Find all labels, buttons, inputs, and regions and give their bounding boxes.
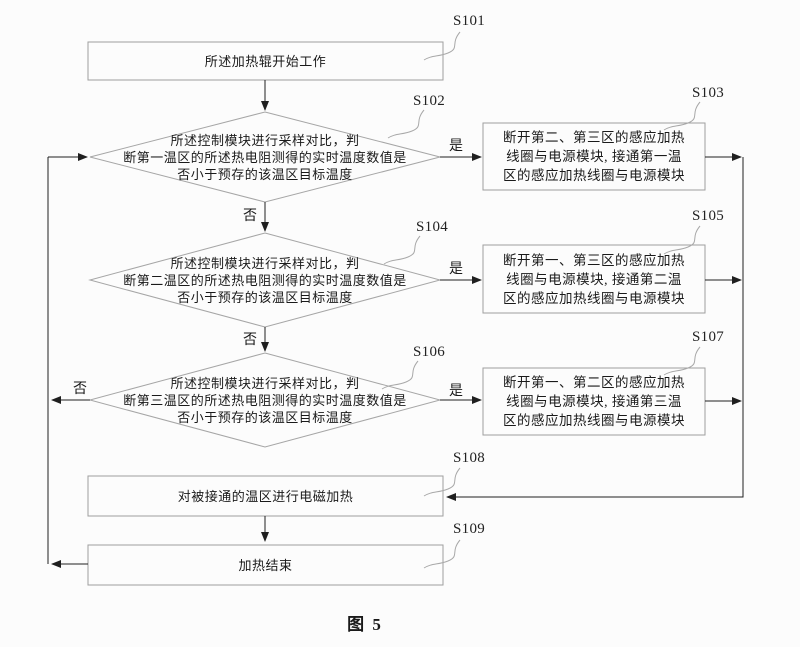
- ref-connector-s104: [383, 235, 421, 265]
- decision-s104-line2: 断第二温区的所述热电阻测得的实时温度数值是: [123, 272, 407, 288]
- ref-label-s107: S107: [692, 329, 725, 345]
- process-s105-line3: 区的感应加热线圈与电源模块: [503, 290, 685, 306]
- right-rail-to-s108: [446, 157, 744, 501]
- ref-label-s104: S104: [416, 219, 449, 235]
- process-s107-line3: 区的感应加热线圈与电源模块: [503, 413, 685, 428]
- ref-connector-s105: [663, 225, 701, 255]
- process-s103-line3: 区的感应加热线圈与电源模块: [503, 168, 685, 183]
- decision-s106-line1: 所述控制模块进行采样对比，判: [170, 375, 360, 391]
- decision-s104-line1: 所述控制模块进行采样对比，判: [170, 255, 360, 271]
- yes-label-s102: 是: [449, 139, 463, 154]
- process-box-s108: [87, 475, 444, 517]
- ref-label-s103: S103: [692, 85, 725, 101]
- decision-s106-text: 所述控制模块进行采样对比，判 断第三温区的所述热电阻测得的实时温度数值是 否小于…: [105, 353, 425, 447]
- start-box-s101: [87, 41, 444, 81]
- ref-label-s102: S102: [413, 93, 446, 109]
- yes-label-s106: 是: [449, 384, 463, 399]
- ref-label-s106: S106: [413, 344, 446, 360]
- ref-connector-s103: [663, 101, 701, 131]
- decision-s106-line3: 否小于预存的该温区目标温度: [177, 409, 353, 425]
- process-box-s105: [482, 244, 706, 314]
- process-s105-line1: 断开第一、第三区的感应加热: [503, 252, 685, 268]
- decision-s106-line2: 断第三温区的所述热电阻测得的实时温度数值是: [123, 392, 407, 408]
- process-s105-line2: 线圈与电源模块, 接通第二温: [506, 271, 682, 287]
- decision-s102-line3: 否小于预存的该温区目标温度: [177, 166, 353, 182]
- end-box-s109: [87, 544, 444, 586]
- decision-s102-line1: 所述控制模块进行采样对比，判: [170, 132, 360, 148]
- ref-connector-s108: [423, 467, 461, 497]
- figure-caption: 图 5: [347, 615, 383, 634]
- process-s105-text: 断开第一、第三区的感应加热 线圈与电源模块, 接通第二温 区的感应加热线圈与电源…: [487, 245, 701, 313]
- process-s103-text: 断开第二、第三区的感应加热 线圈与电源模块, 接通第一温 区的感应加热线圈与电源…: [487, 123, 701, 190]
- process-s103-line2: 线圈与电源模块, 接通第一温: [506, 149, 682, 164]
- process-s107-text: 断开第一、第二区的感应加热 线圈与电源模块, 接通第三温 区的感应加热线圈与电源…: [487, 368, 701, 435]
- ref-connector-s109: [423, 539, 461, 569]
- start-box-s101-text: 所述加热辊开始工作: [204, 53, 327, 69]
- decision-s102-line2: 断第一温区的所述热电阻测得的实时温度数值是: [123, 149, 407, 165]
- process-s107-line2: 线圈与电源模块, 接通第三温: [506, 394, 682, 409]
- ref-connector-s106: [381, 360, 419, 390]
- ref-connector-s101: [423, 31, 461, 61]
- no-label-s102: 否: [243, 209, 257, 224]
- end-s109-text: 加热结束: [238, 557, 293, 573]
- decision-s104-text: 所述控制模块进行采样对比，判 断第二温区的所述热电阻测得的实时温度数值是 否小于…: [105, 233, 425, 327]
- process-s108-text: 对被接通的温区进行电磁加热: [177, 488, 354, 504]
- ref-label-s101: S101: [453, 13, 486, 29]
- decision-s104-line3: 否小于预存的该温区目标温度: [177, 289, 353, 305]
- ref-label-s109: S109: [453, 521, 486, 537]
- process-s107-line1: 断开第一、第二区的感应加热: [503, 375, 685, 390]
- ref-label-s108: S108: [453, 450, 486, 466]
- yes-label-s104: 是: [449, 262, 463, 277]
- no-label-s104: 否: [243, 333, 257, 348]
- process-box-s103: [482, 122, 706, 191]
- decision-diamond-s106: [88, 352, 442, 448]
- no-label-s106: 否: [73, 382, 87, 397]
- ref-connector-s107: [663, 346, 701, 376]
- ref-label-s105: S105: [692, 208, 725, 224]
- process-box-s107: [482, 367, 706, 436]
- ref-connector-s102: [387, 109, 425, 139]
- decision-s102-text: 所述控制模块进行采样对比，判 断第一温区的所述热电阻测得的实时温度数值是 否小于…: [105, 112, 425, 202]
- process-s103-line1: 断开第二、第三区的感应加热: [503, 130, 685, 145]
